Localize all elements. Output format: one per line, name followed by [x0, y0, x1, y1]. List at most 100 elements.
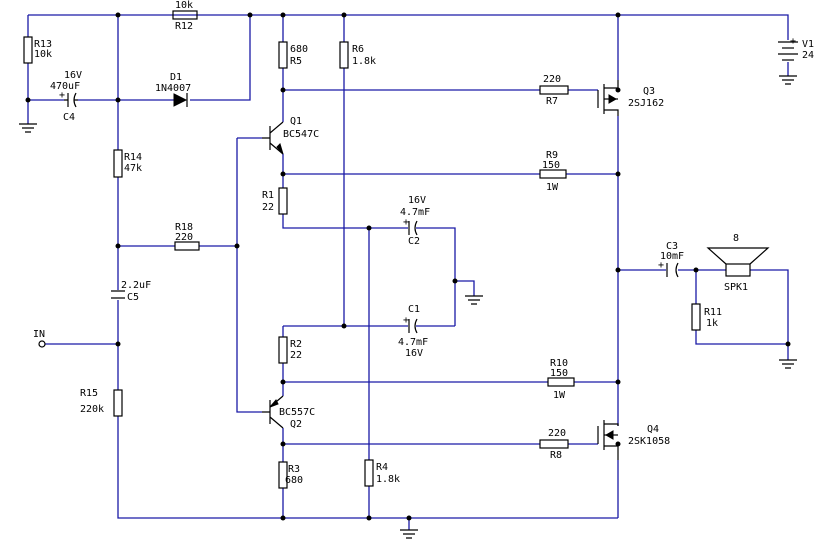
c5-value: 2.2uF	[121, 280, 151, 291]
r12-ref: R12	[175, 21, 193, 32]
spk1-ref: SPK1	[724, 282, 748, 293]
r3-ref: R3	[288, 464, 300, 475]
resistor-r13	[23, 36, 33, 64]
spk1-value: 8	[733, 233, 739, 244]
q2-value: BC557C	[279, 407, 315, 418]
r6-ref: R6	[352, 44, 364, 55]
q2-ref: Q2	[290, 419, 302, 430]
resistor-r14	[113, 149, 123, 178]
c4-voltage: 16V	[64, 70, 82, 81]
c2-polarity: +	[403, 217, 409, 228]
r1-value: 22	[262, 202, 274, 213]
v1-polarity: +	[790, 36, 796, 47]
r9-ref: R9	[546, 150, 558, 161]
r2-ref: R2	[290, 339, 302, 350]
r4-ref: R4	[376, 462, 388, 473]
c3-ref: C3	[666, 241, 678, 252]
capacitor-c2	[408, 220, 418, 236]
capacitor-c1	[408, 318, 418, 334]
resistor-r1	[278, 187, 288, 215]
c1-voltage: 16V	[405, 348, 423, 359]
r14-ref: R14	[124, 152, 142, 163]
r5-ref: R5	[290, 56, 302, 67]
r8-value: 220	[548, 428, 566, 439]
c2-voltage: 16V	[408, 195, 426, 206]
d1-value: 1N4007	[155, 83, 191, 94]
r7-ref: R7	[546, 96, 558, 107]
capacitor-c3	[666, 262, 679, 278]
r10-ref: R10	[550, 358, 568, 369]
r10-power: 1W	[553, 390, 566, 401]
q1-value: BC547C	[283, 129, 319, 140]
resistor-r6	[339, 41, 349, 69]
resistor-r10	[547, 377, 575, 387]
capacitor-c5	[111, 290, 125, 299]
r13-value: 10k	[34, 49, 52, 60]
r13-ref: R13	[34, 39, 52, 50]
r5-value: 680	[290, 44, 308, 55]
r1-ref: R1	[262, 190, 274, 201]
capacitor-c4	[64, 92, 78, 108]
resistor-r3	[278, 461, 288, 489]
c1-value: 4.7mF	[398, 337, 428, 348]
mosfet-q4	[597, 420, 619, 460]
battery-v1	[778, 41, 798, 61]
c3-polarity: +	[658, 260, 664, 271]
r3-value: 680	[285, 475, 303, 486]
r11-ref: R11	[704, 307, 722, 318]
ground-symbol-v1	[779, 75, 797, 85]
ground-symbol-c4	[19, 123, 37, 133]
c3-value: 10mF	[660, 251, 684, 262]
resistor-r15	[113, 389, 123, 417]
junction-dots	[25, 12, 791, 521]
r9-power: 1W	[546, 182, 559, 193]
input-terminal	[38, 340, 46, 348]
c4-polarity: +	[59, 90, 65, 101]
resistor-r4	[364, 459, 374, 487]
wires	[27, 14, 789, 530]
r18-value: 220	[175, 232, 193, 243]
resistor-r7	[539, 85, 569, 95]
resistor-r11	[691, 303, 701, 331]
input-label: IN	[33, 329, 45, 340]
r11-value: 1k	[706, 318, 718, 329]
r7-value: 220	[543, 74, 561, 85]
labels: R13 10k 10k R12 16V 470uF + C4 D1 1N4007…	[33, 0, 814, 486]
c1-polarity: +	[403, 315, 409, 326]
mosfet-q3	[597, 80, 619, 116]
ground-symbol-main	[400, 529, 418, 539]
r4-value: 1.8k	[376, 474, 400, 485]
resistor-r8	[539, 439, 569, 449]
resistor-r2	[278, 336, 288, 364]
c2-ref: C2	[408, 236, 420, 247]
c4-ref: C4	[63, 112, 75, 123]
r12-value: 10k	[175, 0, 193, 11]
resistor-r5	[278, 41, 288, 69]
diode-d1	[173, 93, 188, 107]
r6-value: 1.8k	[352, 56, 376, 67]
r15-ref: R15	[80, 388, 98, 399]
speaker-spk1	[706, 247, 770, 277]
c4-value: 470uF	[50, 81, 80, 92]
q4-ref: Q4	[647, 424, 659, 435]
q1-ref: Q1	[290, 116, 302, 127]
transistor-q2	[262, 395, 284, 429]
r10-value: 150	[550, 368, 568, 379]
q3-value: 2SJ162	[628, 98, 664, 109]
r8-ref: R8	[550, 450, 562, 461]
c5-ref: C5	[127, 292, 139, 303]
q4-value: 2SK1058	[628, 436, 670, 447]
c1-ref: C1	[408, 304, 420, 315]
d1-ref: D1	[170, 72, 182, 83]
v1-ref: V1	[802, 39, 814, 50]
transistor-q1	[262, 121, 284, 155]
r2-value: 22	[290, 350, 302, 361]
q3-ref: Q3	[643, 86, 655, 97]
ground-symbol-speaker	[779, 359, 797, 369]
r15-value: 220k	[80, 404, 104, 415]
r14-value: 47k	[124, 163, 142, 174]
resistor-r18	[174, 241, 200, 251]
c2-value: 4.7mF	[400, 207, 430, 218]
resistor-r12	[172, 10, 198, 20]
